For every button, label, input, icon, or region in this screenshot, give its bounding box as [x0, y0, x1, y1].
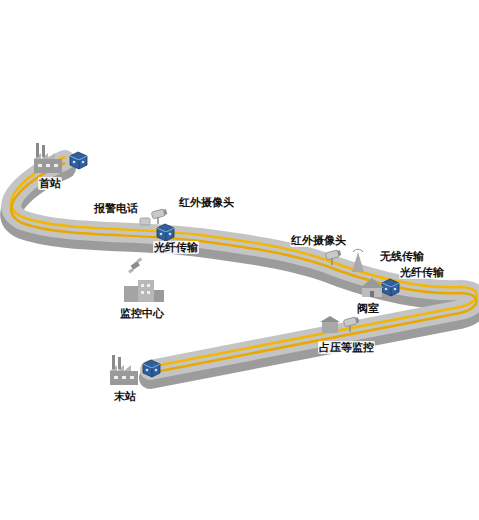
valve-house — [360, 278, 384, 297]
alarm-phone-label: 报警电话 — [93, 202, 139, 215]
monitor-label: 占压等监控 — [318, 341, 375, 354]
station-label: 末站 — [113, 390, 137, 403]
control-center-label: 监控中心 — [119, 307, 165, 320]
fiber-label: 光纤传输 — [153, 241, 199, 254]
pipeline — [11, 163, 476, 373]
control-center — [124, 280, 164, 302]
fiber-label: 光纤传输 — [399, 266, 445, 279]
phone-icon — [140, 218, 150, 225]
satellite-icon — [128, 257, 142, 273]
wireless-tower — [352, 249, 364, 272]
valve-room-label: 阀室 — [356, 302, 380, 315]
road — [11, 160, 476, 370]
wireless-label: 无线传输 — [379, 250, 425, 263]
monitor-building — [320, 316, 340, 333]
pipeline — [11, 157, 476, 367]
station-label: 首站 — [38, 177, 62, 190]
camera-label: 红外摄像头 — [178, 196, 235, 209]
camera-label: 红外摄像头 — [290, 234, 347, 247]
